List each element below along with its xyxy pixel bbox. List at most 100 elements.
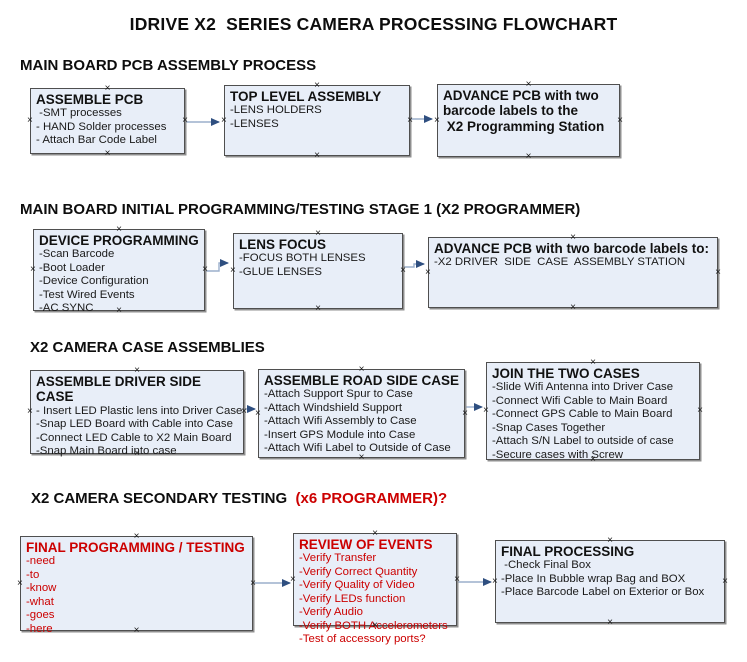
box-line: -Attach Wifi Assembly to Case <box>264 415 417 428</box>
connector-handle-icon: × <box>525 151 532 162</box>
box-line: - Attach Bar Code Label <box>36 134 157 147</box>
box-title: JOIN THE TWO CASES <box>492 366 640 381</box>
box-line: -Slide Wifi Antenna into Driver Case <box>492 381 674 394</box>
box-line: -Snap Main Board into case <box>36 445 177 457</box>
section-header-pcb-assembly: MAIN BOARD PCB ASSEMBLY PROCESS <box>20 57 317 74</box>
connector-handle-icon: × <box>407 114 413 126</box>
box-line: -Verify Transfer <box>299 552 377 565</box>
connector-handle-icon: × <box>255 407 261 419</box>
box-line: -Verify LEDs function <box>299 592 406 605</box>
section-header-red-part: (x6 PROGRAMMER)? <box>291 490 448 507</box>
box-line: -Connect Wifi Cable to Main Board <box>492 394 668 407</box>
connector-handle-icon: × <box>570 302 576 313</box>
box-title: FINAL PROGRAMMING / TESTING <box>26 540 245 555</box>
connector-handle-icon: × <box>315 303 321 314</box>
arrow-row2-2 <box>404 260 425 268</box>
flow-box-advance-pcb-driver-side: ADVANCE PCB with two barcode labels to: … <box>425 233 721 313</box>
flow-box-final-processing: FINAL PROCESSING -Check Final Box -Place… <box>492 536 728 628</box>
flow-box-assemble-driver-side-case: ASSEMBLE DRIVER SIDE CASE - Insert LED P… <box>27 366 247 459</box>
connector-handle-icon: × <box>17 577 23 589</box>
box-line: -Verify Audio <box>299 606 363 619</box>
page-title: IDRIVE X2 SERIES CAMERA PROCESSING FLOWC… <box>129 14 618 34</box>
connector-handle-icon: × <box>697 405 703 416</box>
box-line: -what <box>26 595 54 608</box>
box-title: ADVANCE PCB with two barcode labels to: <box>434 241 710 256</box>
box-line: -Test of accessory ports? <box>299 633 426 646</box>
box-line: -Snap LED Board with Cable into Case <box>36 418 233 430</box>
connector-handle-icon: × <box>241 406 247 417</box>
connector-handle-icon: × <box>715 266 721 278</box>
box-title: DEVICE PROGRAMMING <box>39 233 199 248</box>
box-line: -SMT processes <box>36 107 122 120</box>
box-line: -Place Barcode Label on Exterior or Box <box>501 586 705 599</box>
box-line: -Verify Correct Quantity <box>299 565 418 578</box>
connector-handle-icon: × <box>314 150 320 161</box>
box-line: -Connect LED Cable to X2 Main Board <box>36 431 232 444</box>
connector-handle-icon: × <box>30 264 36 275</box>
box-line: -need <box>26 555 56 568</box>
connector-handle-icon: × <box>230 265 236 276</box>
connector-handle-icon: × <box>104 148 111 159</box>
box-line: -Check Final Box <box>501 559 591 572</box>
box-line: - HAND Solder processes <box>36 120 167 133</box>
box-title: TOP LEVEL ASSEMBLY <box>230 89 382 104</box>
connector-handle-icon: × <box>290 573 296 585</box>
box-line: -Insert GPS Module into Case <box>264 428 416 441</box>
flow-box-lens-focus: LENS FOCUS -FOCUS BOTH LENSES -GLUE LENS… <box>230 229 406 314</box>
box-line: -Attach S/N Label to outside of case <box>492 435 674 448</box>
box-line: -Attach Wifi Label to Outside of Case <box>264 442 451 455</box>
section-header-initial-programming: MAIN BOARD INITIAL PROGRAMMING/TESTING S… <box>20 201 581 218</box>
box-line: -Secure cases with Screw <box>492 448 624 461</box>
flow-box-advance-pcb-programming-station: ADVANCE PCB with two barcode labels to t… <box>434 80 623 162</box>
section-header-black-part: X2 CAMERA SECONDARY TESTING <box>31 490 292 507</box>
connector-handle-icon: × <box>607 617 613 628</box>
section-header-secondary-testing: X2 CAMERA SECONDARY TESTING (x6 PROGRAMM… <box>31 490 447 507</box>
flow-box-review-of-events: REVIEW OF EVENTS -Verify Transfer -Verif… <box>290 529 460 646</box>
box-line: -Boot Loader <box>39 261 105 274</box>
connector-handle-icon: × <box>425 266 431 278</box>
box-line: -Scan Barcode <box>39 248 115 261</box>
box-line: -Connect GPS Cable to Main Board <box>492 408 673 421</box>
box-line: -Verify BOTH Accelerometers <box>299 619 448 632</box>
box-title: ASSEMBLE PCB <box>36 92 144 107</box>
box-title: LENS FOCUS <box>239 237 327 252</box>
box-line: -GLUE LENSES <box>239 265 322 278</box>
box-line: -here <box>26 622 53 635</box>
box-title: REVIEW OF EVENTS <box>299 537 433 552</box>
box-line: -Place In Bubble wrap Bag and BOX <box>501 572 686 585</box>
flow-box-device-programming: DEVICE PROGRAMMING -Scan Barcode -Boot L… <box>30 225 208 316</box>
connector-handle-icon: × <box>250 577 256 589</box>
connector-handle-icon: × <box>221 114 227 126</box>
box-line: -Device Configuration <box>39 275 149 288</box>
flow-box-final-programming-testing: FINAL PROGRAMMING / TESTING -need -to -k… <box>17 532 256 636</box>
box-title: FINAL PROCESSING <box>501 544 635 559</box>
flow-box-assemble-road-side-case: ASSEMBLE ROAD SIDE CASE -Attach Support … <box>255 365 468 463</box>
connector-handle-icon: × <box>617 114 623 126</box>
connector-handle-icon: × <box>27 115 33 126</box>
section-header-case-assemblies: X2 CAMERA CASE ASSEMBLIES <box>30 339 265 356</box>
box-line: -X2 DRIVER SIDE CASE ASSEMBLY STATION <box>434 256 686 269</box>
box-line: -Verify Quality of Video <box>299 579 415 592</box>
connector-handle-icon: × <box>434 114 440 126</box>
box-title: ADVANCE PCB with two barcode labels to t… <box>443 88 605 134</box>
connector-handle-icon: × <box>492 575 498 587</box>
connector-handle-icon: × <box>462 407 468 419</box>
box-line: -goes <box>26 609 55 622</box>
flow-box-join-the-two-cases: JOIN THE TWO CASES -Slide Wifi Antenna i… <box>483 358 703 465</box>
connector-handle-icon: × <box>483 405 489 416</box>
box-title: ASSEMBLE ROAD SIDE CASE <box>264 373 460 388</box>
box-line: -LENS HOLDERS <box>230 104 322 117</box>
connector-handle-icon: × <box>202 264 208 275</box>
box-line: -know <box>26 582 57 595</box>
connector-handle-icon: × <box>722 575 728 587</box>
box-line: -Snap Cases Together <box>492 421 606 434</box>
connector-handle-icon: × <box>400 265 406 276</box>
box-title: ASSEMBLE DRIVER SIDE CASE <box>36 374 205 405</box>
box-line: -Attach Windshield Support <box>264 401 403 414</box>
connector-handle-icon: × <box>454 573 460 585</box>
box-line: -AC SYNC <box>39 302 94 315</box>
box-line: -FOCUS BOTH LENSES <box>239 252 366 265</box>
flow-box-assemble-pcb: ASSEMBLE PCB -SMT processes - HAND Solde… <box>27 84 188 159</box>
connector-handle-icon: × <box>27 406 33 417</box>
